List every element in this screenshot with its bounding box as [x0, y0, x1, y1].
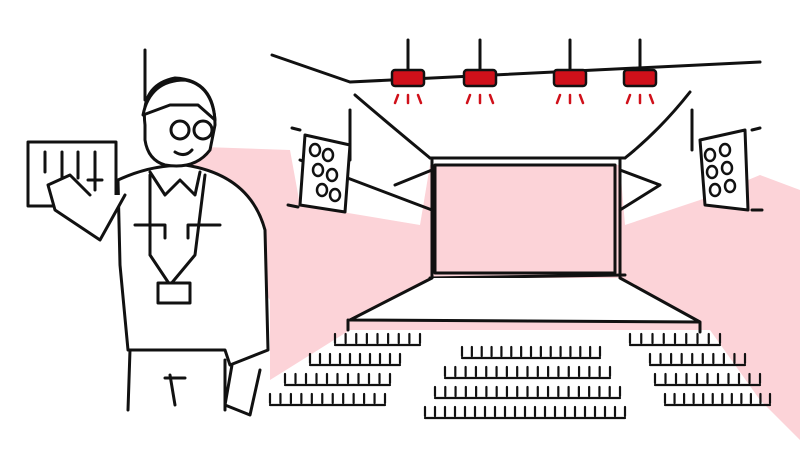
face — [173, 148, 194, 157]
speaker-cone — [315, 182, 329, 198]
pockets — [133, 223, 222, 240]
legs — [126, 348, 227, 412]
light-beam — [393, 93, 400, 105]
panel-sliders — [43, 150, 104, 192]
speaker-left — [298, 133, 352, 214]
speaker-cone — [308, 142, 322, 158]
light-wires — [406, 38, 642, 74]
speaker-cone — [325, 167, 339, 183]
speaker-cone — [718, 142, 732, 158]
light-beam — [555, 93, 562, 105]
technician-person — [26, 48, 270, 417]
stage-light-icon — [622, 68, 658, 88]
speaker-cone — [311, 162, 325, 178]
stage-light-icon — [462, 68, 498, 88]
light-beam — [488, 93, 495, 105]
stage-light-icon — [390, 68, 426, 88]
light-beam — [648, 93, 655, 105]
arm-left — [46, 173, 127, 242]
ceiling-line-left — [270, 53, 762, 84]
speaker-cone — [703, 147, 717, 163]
light-beam — [416, 93, 423, 105]
speaker-cone — [705, 164, 719, 180]
glasses-right — [192, 119, 214, 141]
stage-frame — [428, 156, 627, 280]
side-lines — [298, 158, 662, 212]
id-badge — [156, 281, 192, 305]
speaker-cone — [328, 187, 342, 203]
stage-screen — [433, 163, 617, 275]
speaker-cone — [723, 178, 737, 194]
light-beam — [465, 93, 472, 105]
light-beam — [625, 93, 632, 105]
collar — [148, 170, 207, 287]
hand-right — [223, 363, 262, 417]
speaker-cone — [321, 147, 335, 163]
speaker-cone — [720, 160, 734, 176]
speaker-cone — [708, 182, 722, 198]
ceiling-arch — [353, 90, 692, 160]
body — [116, 163, 270, 367]
glasses-left — [169, 119, 191, 141]
stage-light-icon — [552, 68, 588, 88]
hair — [141, 78, 217, 122]
speaker-brackets — [286, 126, 764, 212]
light-beam — [578, 93, 585, 105]
stage-floor — [346, 276, 702, 334]
